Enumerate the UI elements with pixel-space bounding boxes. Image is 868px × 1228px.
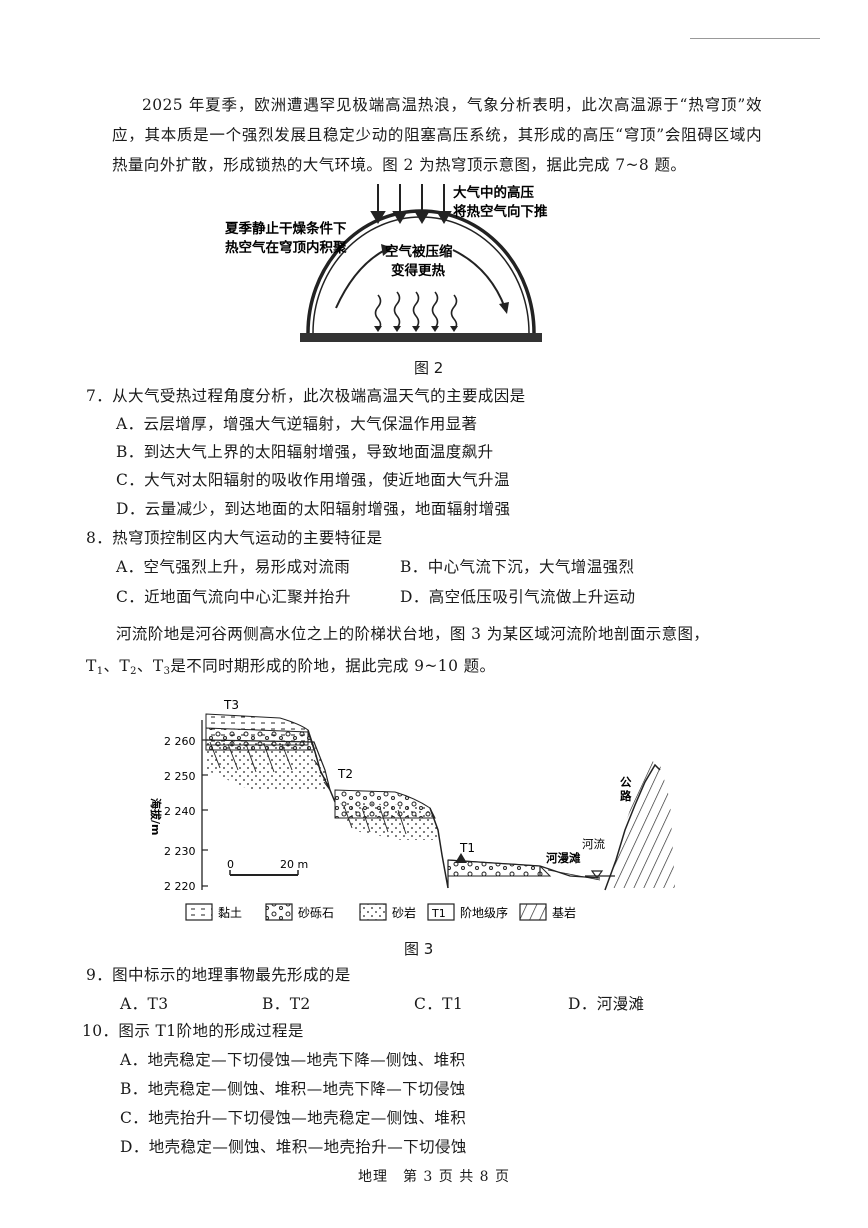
legend-terrace-order: 阶地级序 [460,905,508,920]
question-10-option-c[interactable]: C．地壳抬升—下切侵蚀—地壳稳定—侧蚀、堆积 [120,1109,467,1127]
y-axis-label: 海拔/m [149,798,163,835]
figure-3-river-terrace-profile: 2 260 2 250 2 240 2 230 2 220 海拔/m T3 T2… [149,698,675,921]
figure-2-caption: 图 2 [414,359,444,377]
question-9-option-a[interactable]: A．T3 [120,995,169,1013]
question-9-option-d[interactable]: D．河漫滩 [568,995,645,1013]
question-10-option-d[interactable]: D．地壳稳定—侧蚀、堆积—地壳抬升—下切侵蚀 [120,1138,467,1156]
label-road-2: 路 [620,789,632,803]
label-t1: T1 [459,841,475,855]
y-tick-2240: 2 240 [164,805,196,818]
figure-3-legend: 黏土 砂砾石 砂岩 T1 阶地级序 基岩 [185,903,576,921]
question-9-option-b[interactable]: B．T2 [262,995,311,1013]
legend-t1-box: T1 [431,907,446,920]
question-7-option-c[interactable]: C．大气对太阳辐射的吸收作用增强，使近地面大气升温 [116,471,510,489]
label-t2: T2 [337,767,353,781]
down-arrows [370,184,452,224]
label-river: 河流 [582,837,605,851]
label-road-1: 公 [620,775,632,789]
question-10-option-b[interactable]: B．地壳稳定—侧蚀、堆积—地壳下降—下切侵蚀 [120,1080,466,1098]
figure-3-caption: 图 3 [404,940,434,958]
label-center-1: 空气被压缩 [385,243,453,260]
legend-gravel: 砂砾石 [298,906,334,920]
y-tick-2230: 2 230 [164,845,196,858]
label-t3: T3 [223,698,239,712]
left-circulation-arrow [335,249,386,309]
ground-bar [300,333,542,342]
y-tick-2250: 2 250 [164,770,196,783]
label-high-pressure-1: 大气中的高压 [453,184,534,201]
legend-sandstone: 砂岩 [392,905,416,920]
question-9-option-c[interactable]: C．T1 [414,995,464,1013]
right-circulation-arrow [452,249,506,309]
question-8-option-c[interactable]: C．近地面气流向中心汇聚并抬升 [116,588,351,606]
question-9-stem: 9．图中标示的地理事物最先形成的是 [86,966,351,984]
intro-paragraph-2-line-2: T1、T2、T3是不同时期形成的阶地，据此完成 9~10 题。 [86,657,496,677]
label-left-2: 热空气在穹顶内积聚 [225,239,347,256]
intro-text-1: 2025 年夏季，欧洲遭遇罕见极端高温热浪，气象分析表明，此次高温源于“热穹顶”… [112,96,762,174]
question-7-option-d[interactable]: D．云量减少，到达地面的太阳辐射增强，地面辐射增强 [116,500,511,518]
label-high-pressure-2: 将热空气向下推 [453,203,548,220]
heat-wavy-arrows [374,291,458,330]
scale-20m: 20 m [280,858,308,871]
scale-0: 0 [227,858,234,871]
label-floodplain: 河漫滩 [546,851,581,865]
question-10-option-a[interactable]: A．地壳稳定—下切侵蚀—地壳下降—侧蚀、堆积 [120,1051,466,1069]
label-left-1: 夏季静止干燥条件下 [224,220,347,237]
question-7-option-a[interactable]: A．云层增厚，增强大气逆辐射，大气保温作用显著 [116,415,478,433]
question-10-stem: 10．图示 T1阶地的形成过程是 [82,1022,304,1040]
page-footer: 地理 第 3 页 共 8 页 [357,1169,511,1185]
y-tick-2220: 2 220 [164,880,196,893]
y-tick-2260: 2 260 [164,735,196,748]
intro-paragraph-2-line-1: 河流阶地是河谷两侧高水位之上的阶梯状台地，图 3 为某区域河流阶地剖面示意图， [116,625,710,643]
figure-2-heat-dome: 大气中的高压 将热空气向下推 夏季静止干燥条件下 热空气在穹顶内积聚 空气被压缩… [224,184,548,342]
question-8-option-a[interactable]: A．空气强烈上升，易形成对流雨 [116,558,351,576]
label-center-2: 变得更热 [391,262,445,279]
header-rule [690,38,820,39]
question-7-stem: 7．从大气受热过程角度分析，此次极端高温天气的主要成因是 [86,387,526,405]
intro-paragraph-1: 2025 年夏季，欧洲遭遇罕见极端高温热浪，气象分析表明，此次高温源于“热穹顶”… [112,90,762,180]
legend-clay: 黏土 [218,906,242,920]
question-7-option-b[interactable]: B．到达大气上界的太阳辐射增强，导致地面温度飙升 [116,443,494,461]
legend-bedrock: 基岩 [552,905,576,920]
question-8-stem: 8．热穹顶控制区内大气运动的主要特征是 [86,529,383,547]
question-8-option-d[interactable]: D．高空低压吸引气流做上升运动 [400,588,636,606]
question-8-option-b[interactable]: B．中心气流下沉，大气增温强烈 [400,558,635,576]
